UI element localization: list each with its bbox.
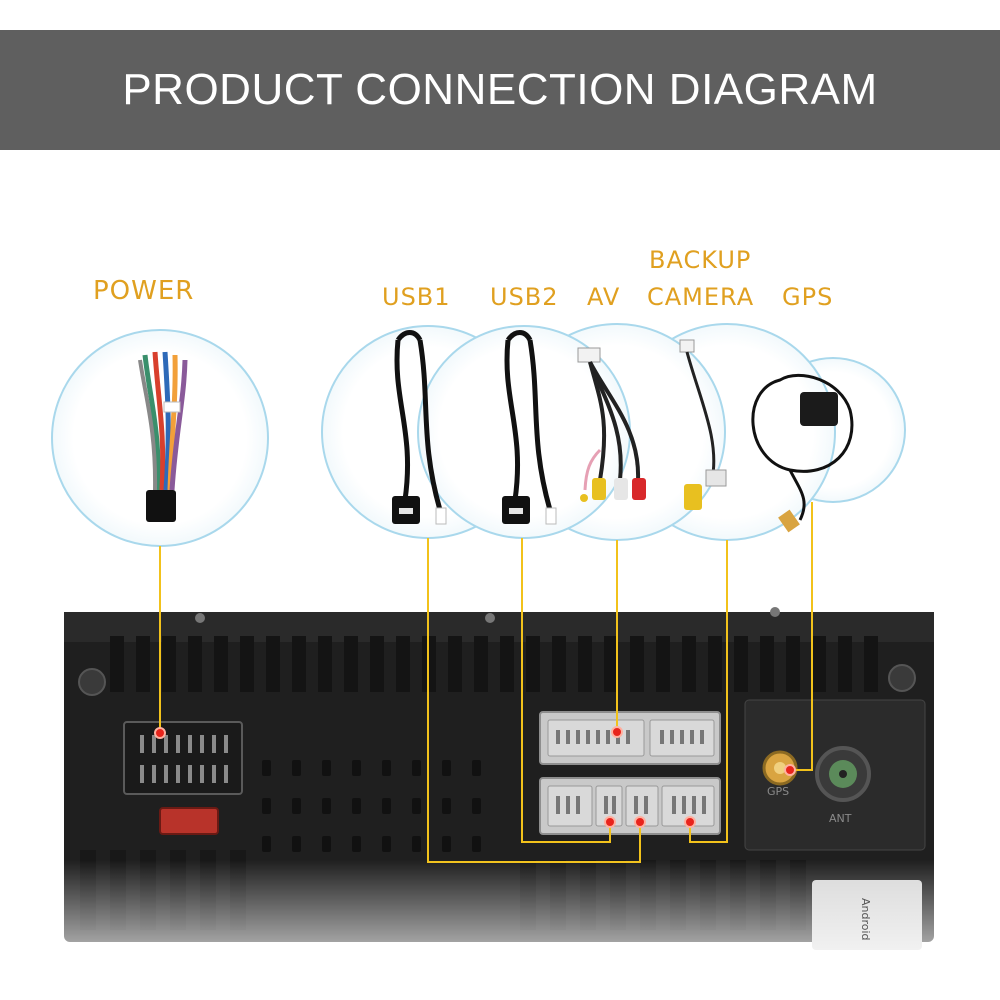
screw-left <box>78 668 106 696</box>
port-dots <box>154 726 796 828</box>
av-cable-icon <box>577 347 646 502</box>
label-power: POWER <box>93 276 195 306</box>
usb1-cable-icon <box>392 330 447 525</box>
usb2-cable-icon <box>502 330 557 525</box>
power-dot <box>154 727 166 739</box>
label-backup: BACKUP <box>649 246 752 274</box>
title-banner: PRODUCT CONNECTION DIAGRAM <box>0 30 1000 150</box>
heatsink-fins <box>110 636 878 692</box>
label-usb2: USB2 <box>490 283 559 311</box>
gps-port-label: GPS <box>767 785 790 798</box>
gps-line <box>790 502 813 771</box>
gps-antenna-icon <box>751 374 854 533</box>
camera-line <box>689 540 728 843</box>
usb1-dot <box>634 816 646 828</box>
power-port <box>123 721 243 835</box>
usb2-dot <box>604 816 616 828</box>
unit-sticker-text: Android <box>859 898 872 941</box>
screw-right <box>888 664 916 692</box>
camera-dot <box>684 816 696 828</box>
av-port-block <box>539 711 721 765</box>
label-usb1: USB1 <box>382 283 451 311</box>
label-gps: GPS <box>782 283 834 311</box>
bottom-fade <box>0 860 1000 1000</box>
ant-port-label: ANT <box>829 812 852 825</box>
vent-grid <box>262 760 481 852</box>
gps-dot <box>784 764 796 776</box>
page-title: PRODUCT CONNECTION DIAGRAM <box>122 65 878 114</box>
label-camera: CAMERA <box>647 283 755 311</box>
label-av: AV <box>587 283 621 311</box>
av-dot <box>611 726 623 738</box>
usb2-line <box>521 538 611 843</box>
bubbles <box>51 323 906 547</box>
camera-cable-icon <box>679 339 727 510</box>
power-harness-icon <box>138 351 188 522</box>
fuse <box>159 807 219 835</box>
